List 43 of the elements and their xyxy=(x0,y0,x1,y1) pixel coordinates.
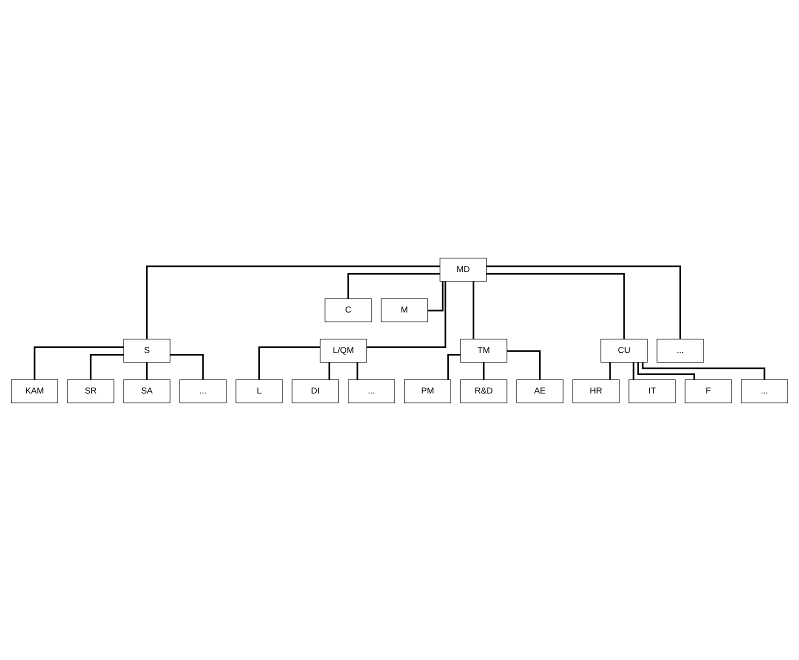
connector xyxy=(482,362,485,380)
node-box: M xyxy=(380,298,428,322)
node-box: DI xyxy=(292,378,339,403)
node-box: PM xyxy=(404,378,452,403)
node-box: ... xyxy=(656,338,704,362)
connector xyxy=(356,362,358,380)
node-box: R&D xyxy=(460,378,508,403)
connector xyxy=(507,350,541,380)
node-box: L/QM xyxy=(320,338,367,362)
connector xyxy=(347,272,440,298)
node-box: ... xyxy=(740,378,788,403)
node-box: AE xyxy=(516,378,564,403)
node-box: C xyxy=(324,298,372,322)
connector xyxy=(34,346,124,379)
connector xyxy=(428,281,444,311)
node-box: CU xyxy=(600,338,648,362)
connector xyxy=(609,362,611,380)
connector xyxy=(146,264,440,338)
node-box: KAM xyxy=(11,378,58,403)
connector xyxy=(632,362,634,380)
node-box: ... xyxy=(180,378,226,403)
connector xyxy=(366,281,446,348)
connector xyxy=(328,362,330,380)
connector xyxy=(90,353,124,379)
connector xyxy=(486,272,625,339)
connector xyxy=(472,281,474,338)
connector xyxy=(447,353,460,379)
node-box: HR xyxy=(572,378,620,403)
connector xyxy=(642,362,766,379)
node-box: SR xyxy=(67,378,114,403)
node-box: F xyxy=(684,378,732,403)
node-box: L xyxy=(236,378,283,403)
connector xyxy=(258,346,320,379)
connector xyxy=(170,353,204,379)
connector xyxy=(486,264,682,338)
connector xyxy=(637,362,696,380)
node-box: MD xyxy=(440,257,487,282)
node-box: IT xyxy=(628,378,676,403)
node-box: SA xyxy=(123,378,170,403)
node-box: S xyxy=(123,338,170,362)
connector xyxy=(146,362,148,380)
node-box: TM xyxy=(460,338,508,362)
node-box: ... xyxy=(348,378,395,403)
